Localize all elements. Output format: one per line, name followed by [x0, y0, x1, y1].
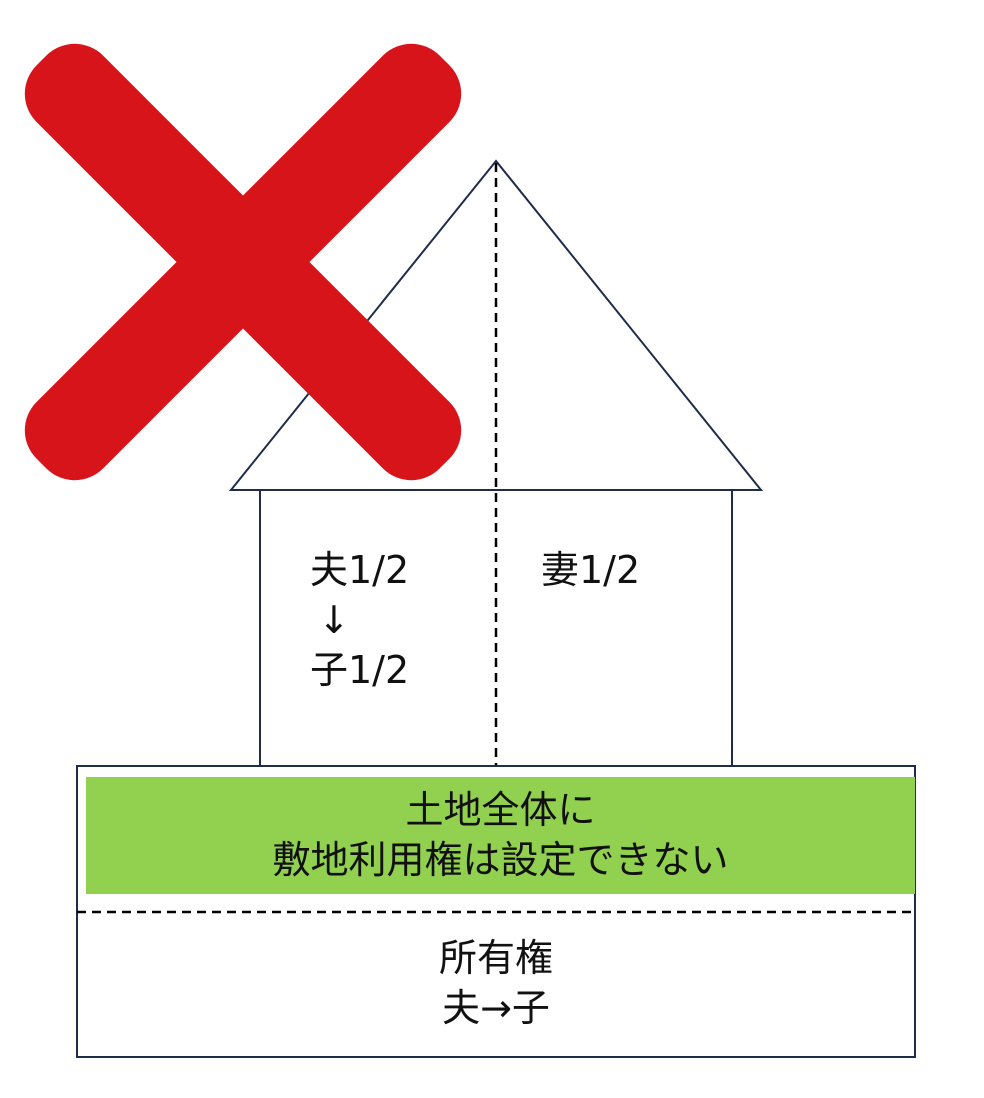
notice-line-1: 土地全体に	[405, 788, 596, 832]
left-unit-owner-after: 子1/2	[310, 648, 410, 692]
notice-band	[86, 777, 915, 894]
left-unit-owner-before: 夫1/2	[310, 548, 410, 592]
red-cross-mark-icon	[24, 43, 462, 481]
ownership-label: 所有権	[438, 936, 553, 980]
ownership-transfer: 夫→子	[442, 986, 550, 1030]
notice-line-2: 敷地利用権は設定できない	[272, 838, 729, 882]
down-arrow-icon: ↓	[318, 598, 350, 642]
right-unit-owner: 妻1/2	[541, 548, 641, 592]
